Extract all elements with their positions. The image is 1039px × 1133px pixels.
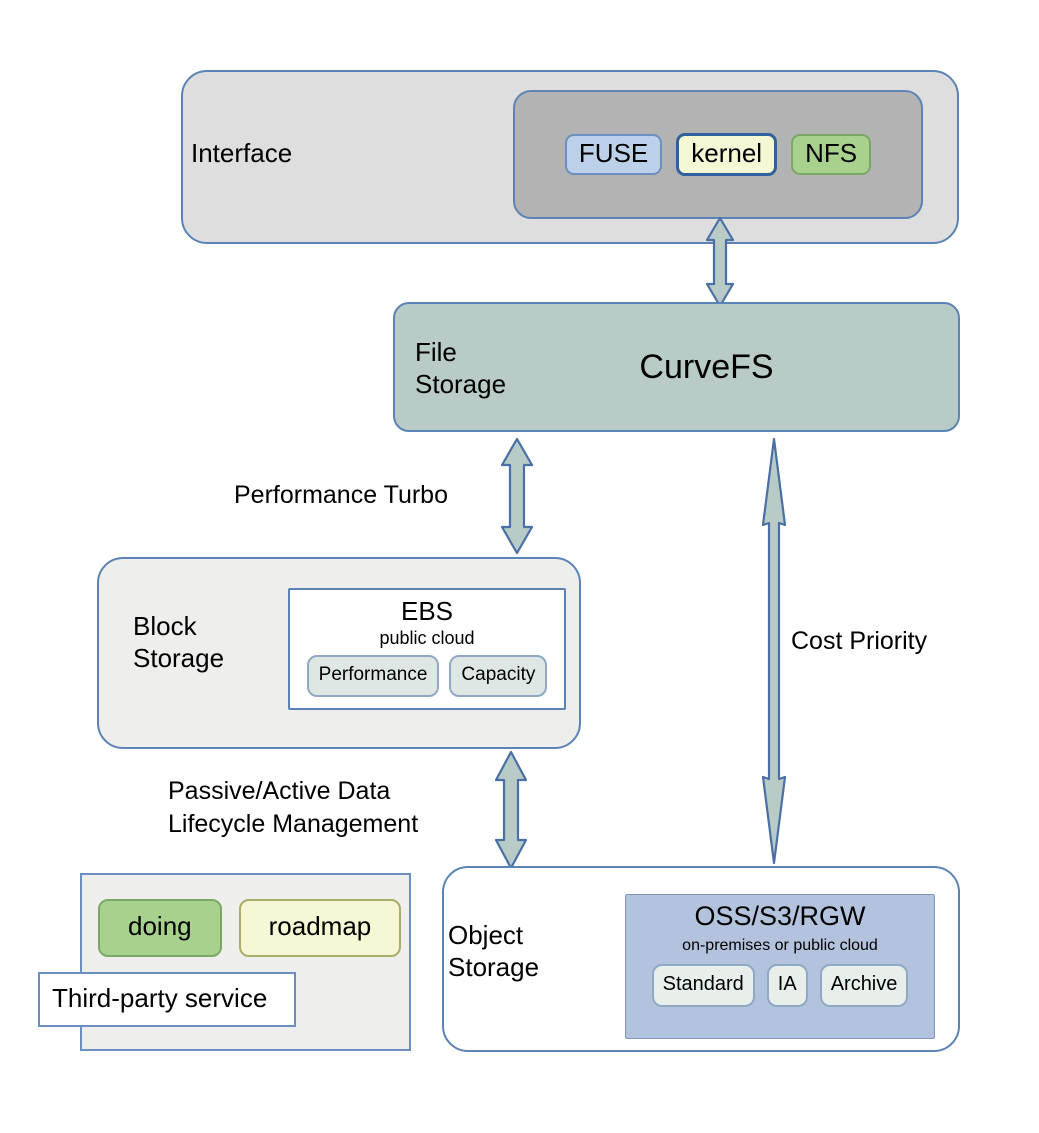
interface-protocol-panel: FUSE kernel NFS: [513, 90, 923, 219]
curvefs-side-label: File Storage: [415, 337, 507, 399]
oss-tier-row: Standard IA Archive: [632, 964, 928, 1007]
ebs-tier-capacity[interactable]: Capacity: [449, 655, 548, 697]
curvefs-section: CurveFS: [393, 302, 960, 432]
protocol-chip-nfs[interactable]: NFS: [791, 133, 872, 176]
connector-curvefs-block-arrow: [500, 437, 534, 555]
oss-title: OSS/S3/RGW: [694, 901, 866, 931]
connector-label-cost-priority: Cost Priority: [791, 627, 928, 655]
oss-card: OSS/S3/RGW on-premises or public cloud S…: [625, 894, 935, 1039]
ebs-subtitle: public cloud: [379, 628, 475, 648]
oss-tier-ia[interactable]: IA: [766, 964, 808, 1007]
connector-interface-curvefs-arrow: [705, 216, 735, 308]
protocol-chip-fuse[interactable]: FUSE: [564, 133, 663, 176]
ebs-card: EBS public cloud Performance Capacity: [288, 588, 566, 710]
ebs-title: EBS: [400, 596, 454, 626]
curvefs-title: CurveFS: [639, 347, 774, 386]
ebs-tier-row: Performance Capacity: [298, 655, 556, 697]
legend-chip-roadmap: roadmap: [238, 899, 402, 957]
oss-subtitle: on-premises or public cloud: [682, 937, 878, 954]
oss-tier-archive[interactable]: Archive: [819, 964, 909, 1007]
connector-curvefs-object-arrow: [761, 437, 787, 865]
object-storage-section-label: Object Storage: [448, 920, 540, 982]
protocol-chip-kernel[interactable]: kernel: [676, 132, 778, 177]
connector-label-performance-turbo: Performance Turbo: [234, 481, 448, 509]
block-storage-section-label: Block Storage: [133, 611, 225, 673]
legend-chip-third-party-service: Third-party service: [38, 972, 296, 1027]
oss-tier-standard[interactable]: Standard: [651, 964, 755, 1007]
interface-section-label: Interface: [191, 138, 293, 168]
connector-label-lifecycle-management: Passive/Active Data Lifecycle Management: [168, 777, 419, 838]
connector-block-object-arrow: [494, 750, 528, 870]
legend-chip-doing: doing: [98, 899, 222, 957]
ebs-tier-performance[interactable]: Performance: [306, 655, 440, 697]
legend-chip-row: doing roadmap: [98, 899, 402, 957]
